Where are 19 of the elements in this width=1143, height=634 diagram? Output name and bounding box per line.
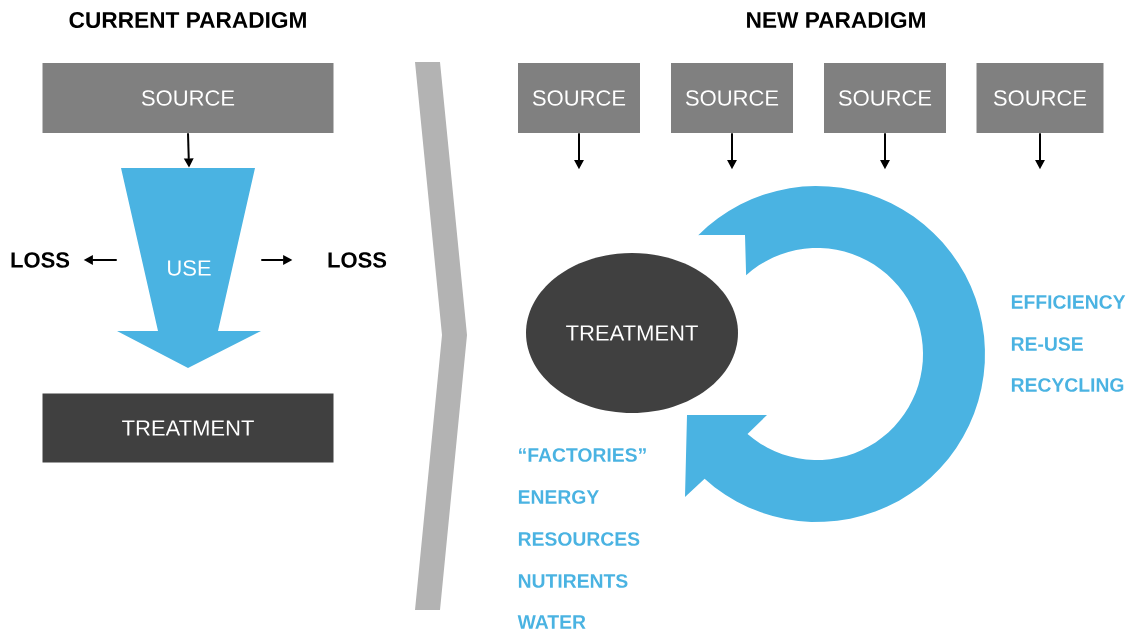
benefit-label: RESOURCES: [518, 532, 640, 546]
loss-label: LOSS: [328, 252, 387, 268]
benefit-label: RE-USE: [1011, 337, 1083, 351]
benefit-label: WATER: [517, 615, 586, 629]
divider-chevron: [415, 62, 467, 610]
source-box: SOURCE: [518, 63, 640, 133]
source-box: SOURCE: [824, 63, 946, 133]
panel-heading: NEW PARADIGM: [747, 11, 925, 29]
loss-label: LOSS: [11, 252, 70, 268]
source-box: SOURCE: [976, 63, 1104, 133]
benefit-label: NUTIRENTS: [518, 574, 628, 588]
benefit-label: ENERGY: [518, 490, 599, 504]
source-box: SOURCE: [671, 63, 793, 133]
benefit-label: “FACTORIES”: [519, 448, 646, 462]
benefit-label: EFFICIENCY: [1011, 295, 1126, 309]
source-box: SOURCE: [42, 63, 334, 133]
benefit-label: RECYCLING: [1011, 378, 1124, 392]
panel-heading: CURRENT PARADIGM: [69, 11, 306, 29]
treatment-box: TREATMENT: [42, 393, 334, 463]
